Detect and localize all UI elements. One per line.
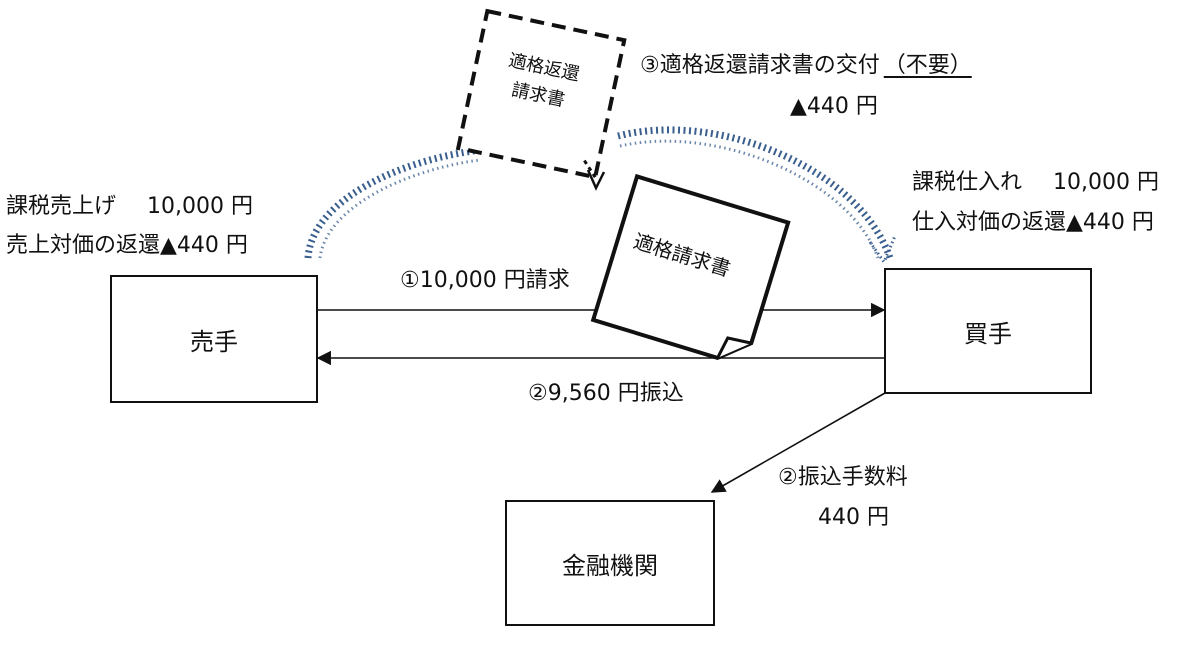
- fee-label-1: ②振込手数料: [778, 465, 908, 490]
- payment-label: ②9,560 円振込: [528, 381, 684, 406]
- return-invoice-label: ③適格返還請求書の交付（不要）: [640, 55, 972, 77]
- bank-box: 金融機関: [505, 500, 715, 626]
- return-invoice-note: （不要）: [883, 53, 972, 78]
- bank-label: 金融機関: [562, 551, 658, 580]
- seller-sales-return: 売上対価の返還▲440 円: [6, 233, 248, 258]
- dotted-arc-left: [304, 146, 481, 259]
- return-invoice-amount: ▲440 円: [790, 94, 878, 119]
- seller-taxable-sales: 課税売上げ 10,000 円: [6, 196, 253, 218]
- buyer-label: 買手: [964, 319, 1012, 348]
- buyer-taxable-purchase-name: 課税仕入れ: [912, 170, 1023, 195]
- qualified-invoice-document: [590, 173, 791, 361]
- fee-arrow: [710, 392, 886, 493]
- invoice-request-label: ①10,000 円請求: [400, 268, 570, 293]
- return-invoice-document: [455, 8, 627, 180]
- buyer-purchase-return: 仕入対価の返還▲440 円: [912, 210, 1154, 235]
- buyer-taxable-purchase: 課税仕入れ 10,000 円: [912, 172, 1159, 194]
- seller-taxable-sales-amount: 10,000 円: [147, 194, 253, 219]
- buyer-box: 買手: [884, 268, 1092, 394]
- dotted-arc-right: [617, 126, 894, 260]
- seller-taxable-sales-name: 課税売上げ: [6, 194, 117, 219]
- return-invoice-pointer: [586, 169, 606, 191]
- seller-box: 売手: [110, 275, 318, 403]
- dotted-arc-left-inner: [318, 158, 481, 259]
- seller-label: 売手: [190, 327, 238, 356]
- fee-label-2: 440 円: [818, 505, 889, 530]
- buyer-taxable-purchase-amount: 10,000 円: [1053, 170, 1159, 195]
- dotted-arc-right-inner: [619, 139, 880, 259]
- return-invoice-label-text: ③適格返還請求書の交付: [640, 53, 880, 78]
